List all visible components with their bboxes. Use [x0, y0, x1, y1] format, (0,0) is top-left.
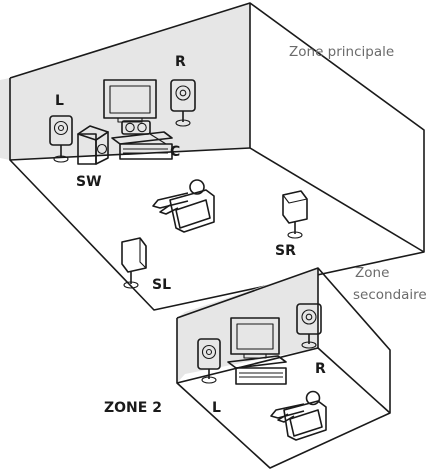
second-back-wall [185, 268, 318, 374]
second-left-wall [177, 312, 185, 383]
main-surround-right-speaker [282, 190, 308, 239]
main-center-speaker [121, 120, 167, 145]
main-front-right-speaker [170, 79, 196, 127]
main-zone-room [0, 2, 425, 311]
main-zone-title: Zone principale [289, 44, 394, 60]
second-zone-name: ZONE 2 [104, 400, 162, 416]
main-front-left-speaker [49, 115, 73, 163]
second-left-speaker [197, 338, 221, 384]
second-av-rack [227, 355, 287, 385]
main-tv [103, 79, 157, 123]
main-back-wall [10, 3, 250, 160]
second-zone-title-line1: Zone [355, 265, 389, 281]
main-listener-sofa [152, 179, 215, 233]
main-label-subwoofer: SW [76, 174, 102, 190]
main-label-surround-right: SR [275, 243, 296, 259]
main-label-right: R [175, 54, 186, 70]
second-label-left: L [212, 400, 221, 416]
second-listener-sofa [270, 390, 327, 441]
main-subwoofer [77, 125, 109, 165]
second-zone-title-line2: secondaire [353, 287, 427, 303]
main-label-surround-left: SL [152, 277, 171, 293]
main-surround-left-speaker [121, 237, 147, 289]
second-right-speaker [296, 303, 322, 349]
main-left-wall [0, 78, 10, 160]
main-label-center: C [170, 144, 180, 160]
second-zone-room [176, 267, 391, 469]
main-label-left: L [55, 93, 64, 109]
second-label-right: R [315, 361, 326, 377]
